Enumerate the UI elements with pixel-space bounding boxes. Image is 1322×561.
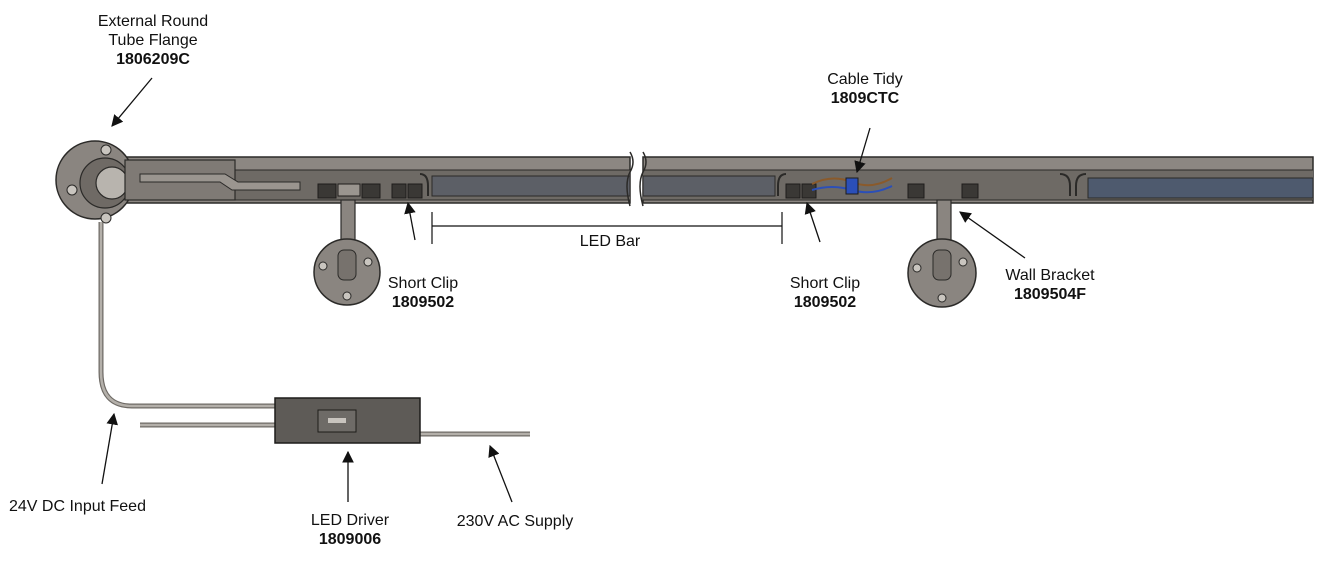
led-bar-name: LED Bar bbox=[579, 233, 641, 250]
short-clip-right-code: 1809502 bbox=[793, 294, 857, 311]
led-driver-label: LED Driver 1809006 bbox=[285, 511, 415, 549]
led-driver-code: 1809006 bbox=[318, 531, 382, 548]
wall-bracket-name: Wall Bracket bbox=[1005, 267, 1095, 284]
round-tube-flange bbox=[55, 140, 301, 224]
short-clip-left-label: Short Clip 1809502 bbox=[368, 274, 478, 312]
short-clip-left-name: Short Clip bbox=[387, 275, 459, 292]
input-feed-name: 24V DC Input Feed bbox=[9, 498, 146, 515]
ac-supply-name: 230V AC Supply bbox=[456, 513, 574, 530]
cable-tidy-name: Cable Tidy bbox=[827, 71, 903, 88]
wall-bracket-code: 1809504F bbox=[1013, 286, 1087, 303]
led-bar-dimension bbox=[431, 212, 783, 244]
short-clip-right-label: Short Clip 1809502 bbox=[770, 274, 880, 312]
wall-bracket-left bbox=[313, 199, 381, 306]
wall-bracket-right bbox=[907, 199, 977, 308]
cable-tidy-label: Cable Tidy 1809CTC bbox=[800, 70, 930, 108]
cable-tidy bbox=[811, 177, 893, 195]
clip-parts bbox=[317, 173, 1087, 199]
flange-label: External Round Tube Flange 1806209C bbox=[58, 12, 248, 69]
short-clip-right-name: Short Clip bbox=[789, 275, 861, 292]
handrail-tube bbox=[111, 151, 1314, 207]
input-feed-label: 24V DC Input Feed bbox=[9, 497, 209, 516]
ac-supply-label: 230V AC Supply bbox=[430, 512, 600, 531]
flange-name-line2: Tube Flange bbox=[108, 32, 198, 49]
flange-name-line1: External Round bbox=[97, 13, 209, 30]
cable-tidy-code: 1809CTC bbox=[830, 90, 900, 107]
flange-code: 1806209C bbox=[116, 51, 190, 68]
driver-wiring bbox=[98, 222, 530, 444]
short-clip-left-code: 1809502 bbox=[391, 294, 455, 311]
led-bar-label: LED Bar bbox=[545, 232, 675, 251]
leader-arrows bbox=[101, 77, 1026, 503]
led-driver-name: LED Driver bbox=[310, 512, 390, 529]
wall-bracket-label: Wall Bracket 1809504F bbox=[980, 266, 1120, 304]
